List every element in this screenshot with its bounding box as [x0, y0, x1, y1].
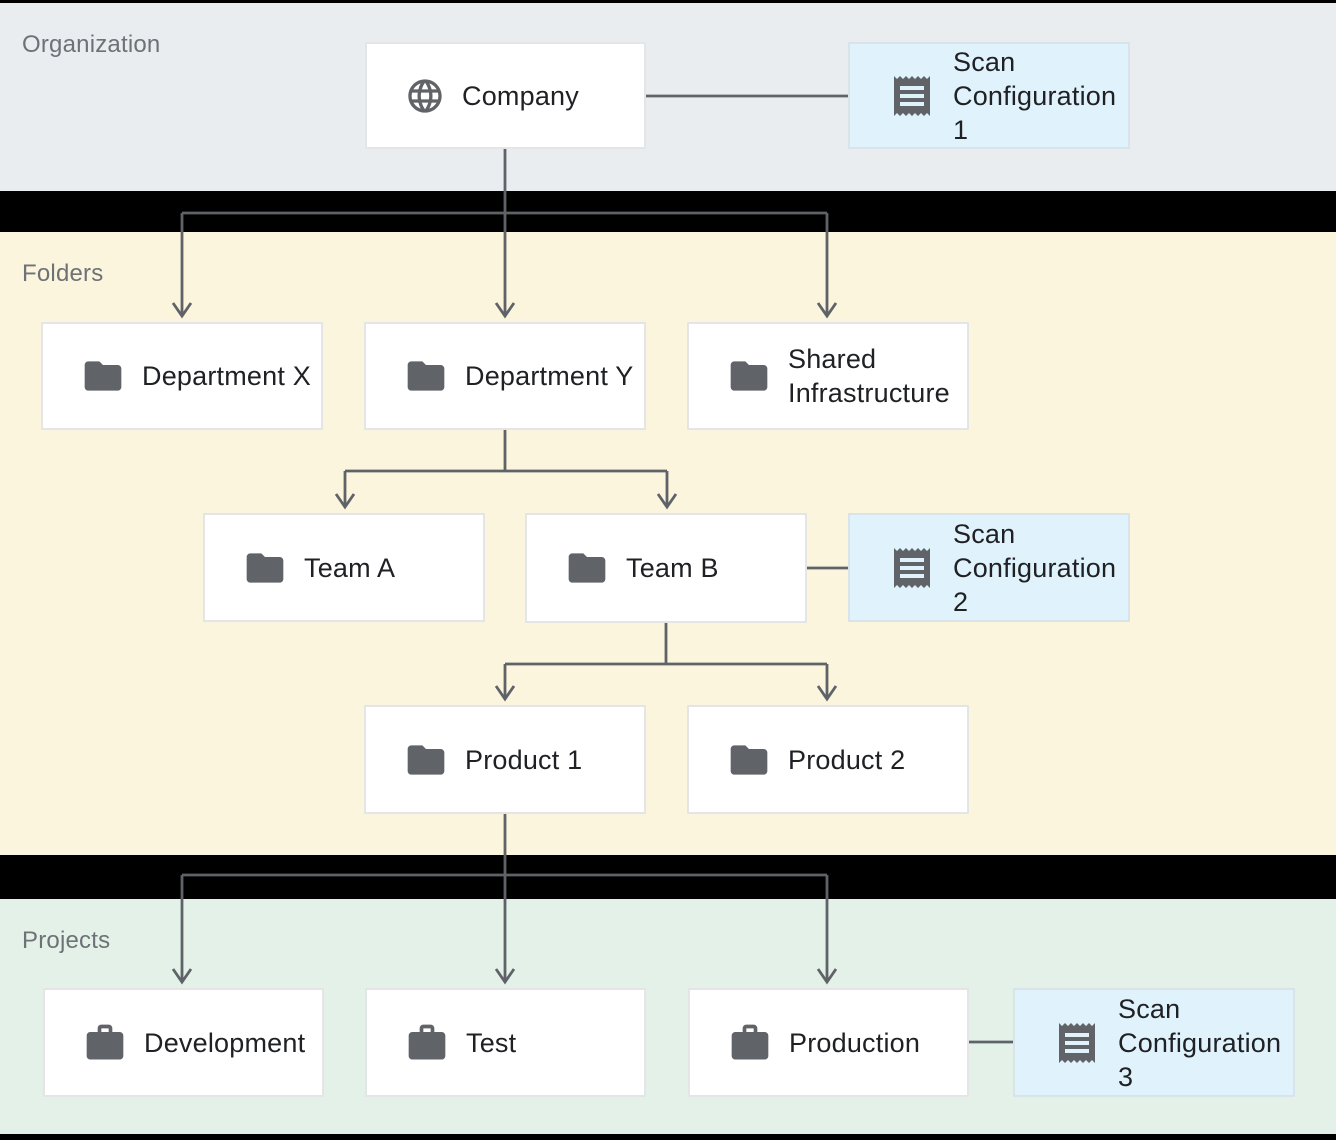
folder-icon	[404, 738, 448, 782]
node-label: Shared Infrastructure	[788, 344, 950, 408]
node-production: Production	[688, 988, 969, 1097]
receipt-icon	[888, 544, 936, 592]
folder-icon	[565, 546, 609, 590]
node-development: Development	[43, 988, 324, 1097]
band-organization: Organization	[0, 3, 1336, 191]
band-label-folders: Folders	[22, 260, 104, 287]
node-product-2: Product 2	[687, 705, 969, 814]
briefcase-icon	[405, 1021, 449, 1065]
node-company: Company	[365, 42, 646, 149]
node-label: Company	[462, 80, 579, 111]
node-shared-infrastructure: Shared Infrastructure	[687, 322, 969, 430]
folder-icon	[727, 354, 771, 398]
node-label: Test	[466, 1027, 517, 1058]
briefcase-icon	[83, 1021, 127, 1065]
node-label: Scan Configuration 3	[1118, 993, 1282, 1092]
receipt-icon	[1053, 1019, 1101, 1067]
node-label: Scan Configuration 2	[953, 518, 1117, 617]
node-label: Team A	[304, 552, 396, 583]
node-team-b: Team B	[525, 513, 807, 623]
node-label: Production	[789, 1027, 921, 1058]
globe-icon	[405, 76, 445, 116]
receipt-icon	[888, 72, 936, 120]
folder-icon	[404, 354, 448, 398]
node-label: Team B	[626, 553, 719, 583]
node-scan-config-2: Scan Configuration 2	[848, 513, 1130, 622]
node-label: Product 2	[788, 744, 906, 775]
node-label: Scan Configuration 1	[953, 46, 1117, 145]
folder-icon	[81, 354, 125, 398]
briefcase-icon	[728, 1021, 772, 1065]
node-scan-config-3: Scan Configuration 3	[1013, 988, 1295, 1097]
node-product-1: Product 1	[364, 705, 646, 814]
node-label: Department X	[142, 361, 311, 391]
folder-icon	[727, 738, 771, 782]
band-label-projects: Projects	[22, 927, 111, 954]
folder-icon	[243, 546, 287, 590]
node-label: Development	[144, 1027, 306, 1058]
node-department-x: Department X	[41, 322, 323, 430]
node-department-y: Department Y	[364, 322, 646, 430]
node-test: Test	[365, 988, 646, 1097]
band-label-organization: Organization	[22, 31, 161, 58]
node-label: Department Y	[465, 361, 634, 391]
node-label: Product 1	[465, 744, 583, 775]
node-team-a: Team A	[203, 513, 485, 622]
node-scan-config-1: Scan Configuration 1	[848, 42, 1130, 149]
